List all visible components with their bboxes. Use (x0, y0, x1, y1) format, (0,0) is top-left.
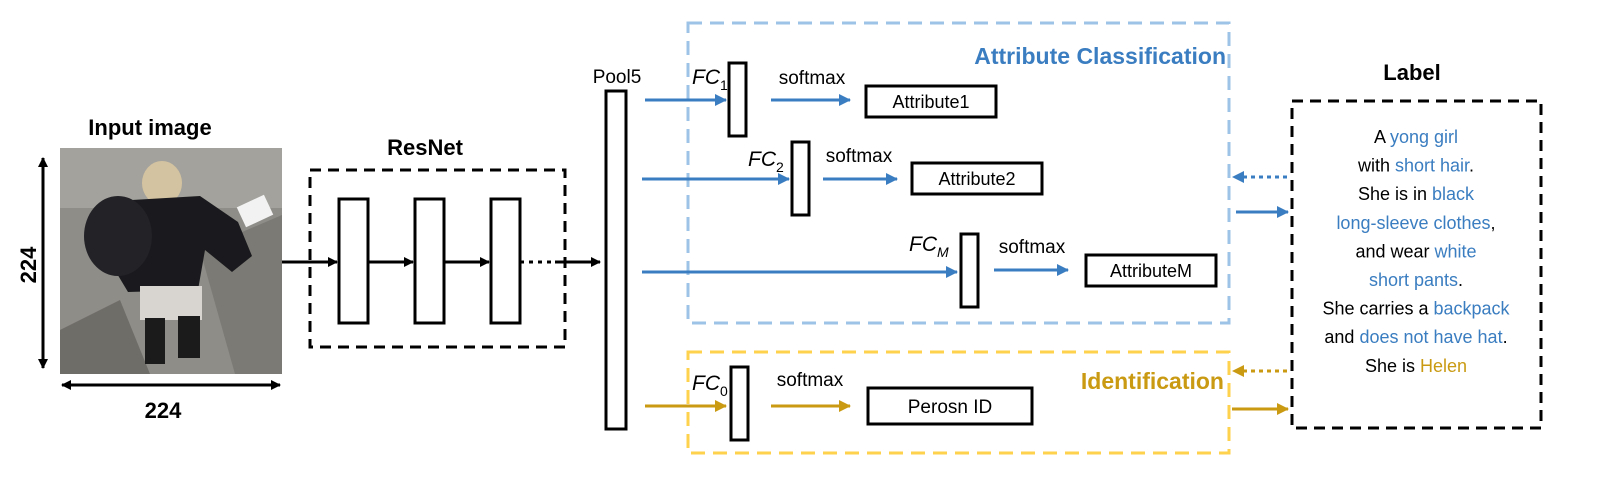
fc0-label: FC0 (692, 372, 728, 399)
attribute2-output-label: Attribute2 (938, 169, 1015, 189)
label-line: She is Helen (1365, 356, 1467, 376)
label-line: She carries a backpack (1322, 299, 1510, 319)
attribute1-output-label: Attribute1 (892, 92, 969, 112)
label-segment: with (1357, 156, 1395, 176)
attribute-classification-title: Attribute Classification (974, 43, 1226, 69)
person-id-output-label: Perosn ID (908, 397, 992, 418)
label-line: with short hair. (1357, 156, 1474, 176)
label-line: and does not have hat. (1324, 327, 1507, 347)
label-segment: , (1491, 213, 1496, 233)
label-line: long-sleeve clothes, (1336, 213, 1495, 233)
label-segment: and (1324, 327, 1359, 347)
label-segment: white (1434, 241, 1477, 261)
resnet-block-3 (489, 197, 522, 325)
label-segment: short pants (1369, 270, 1458, 290)
resnet-block-1 (337, 197, 370, 325)
input-image-title: Input image (88, 115, 211, 140)
label-segment: She is (1365, 356, 1420, 376)
label-segment: A (1374, 127, 1390, 147)
label-segment: . (1503, 327, 1508, 347)
attribute1-output-box (864, 84, 998, 119)
resnet-box (308, 168, 567, 349)
person-id-output-box (866, 386, 1034, 426)
label-segment: does not have hat (1359, 327, 1502, 347)
label-segment: and wear (1355, 241, 1434, 261)
label-line: A yong girl (1374, 127, 1458, 147)
label-box (1290, 99, 1543, 430)
fcm-label: FCM (909, 233, 949, 260)
input-width-label: 224 (145, 398, 182, 423)
input-height-label: 224 (16, 246, 41, 283)
label-segment: short hair (1395, 156, 1470, 176)
resnet-block-2 (413, 197, 446, 325)
label-segment: Helen (1420, 356, 1467, 376)
label-segment: yong girl (1390, 127, 1458, 147)
fc2-layer (790, 140, 811, 217)
label-description-text: A yong girl with short hair. She is in bla… (1322, 127, 1510, 376)
label-segment: black (1432, 184, 1475, 204)
softmax-label-m: softmax (999, 237, 1066, 258)
label-segment: backpack (1434, 299, 1511, 319)
pool5-label: Pool5 (593, 67, 642, 88)
attributem-output-box (1084, 253, 1218, 288)
fc0-layer (729, 365, 750, 442)
resnet-title: ResNet (387, 135, 463, 160)
label-segment: . (1458, 270, 1463, 290)
label-line: She is in black (1358, 184, 1475, 204)
softmax-label-id: softmax (777, 370, 844, 391)
label-line: and wear white (1355, 241, 1476, 261)
label-segment: . (1469, 156, 1474, 176)
attribute-classification-box (686, 21, 1231, 325)
identification-box (686, 350, 1231, 455)
attribute2-output-box (910, 161, 1044, 196)
label-segment: She carries a (1322, 299, 1433, 319)
fc2-label: FC2 (748, 148, 784, 175)
pool5-bar (604, 89, 628, 431)
softmax-label-2: softmax (826, 146, 893, 167)
label-segment: long-sleeve clothes (1336, 213, 1490, 233)
attributem-output-label: AttributeM (1110, 261, 1192, 281)
label-segment: She is in (1358, 184, 1432, 204)
identification-title: Identification (1081, 368, 1224, 394)
softmax-label-1: softmax (779, 68, 846, 89)
fc1-layer (727, 61, 748, 138)
input-image (60, 148, 282, 374)
fcm-layer (959, 232, 980, 309)
label-title: Label (1383, 60, 1440, 85)
label-line: short pants. (1369, 270, 1463, 290)
fc1-label: FC1 (692, 66, 728, 93)
